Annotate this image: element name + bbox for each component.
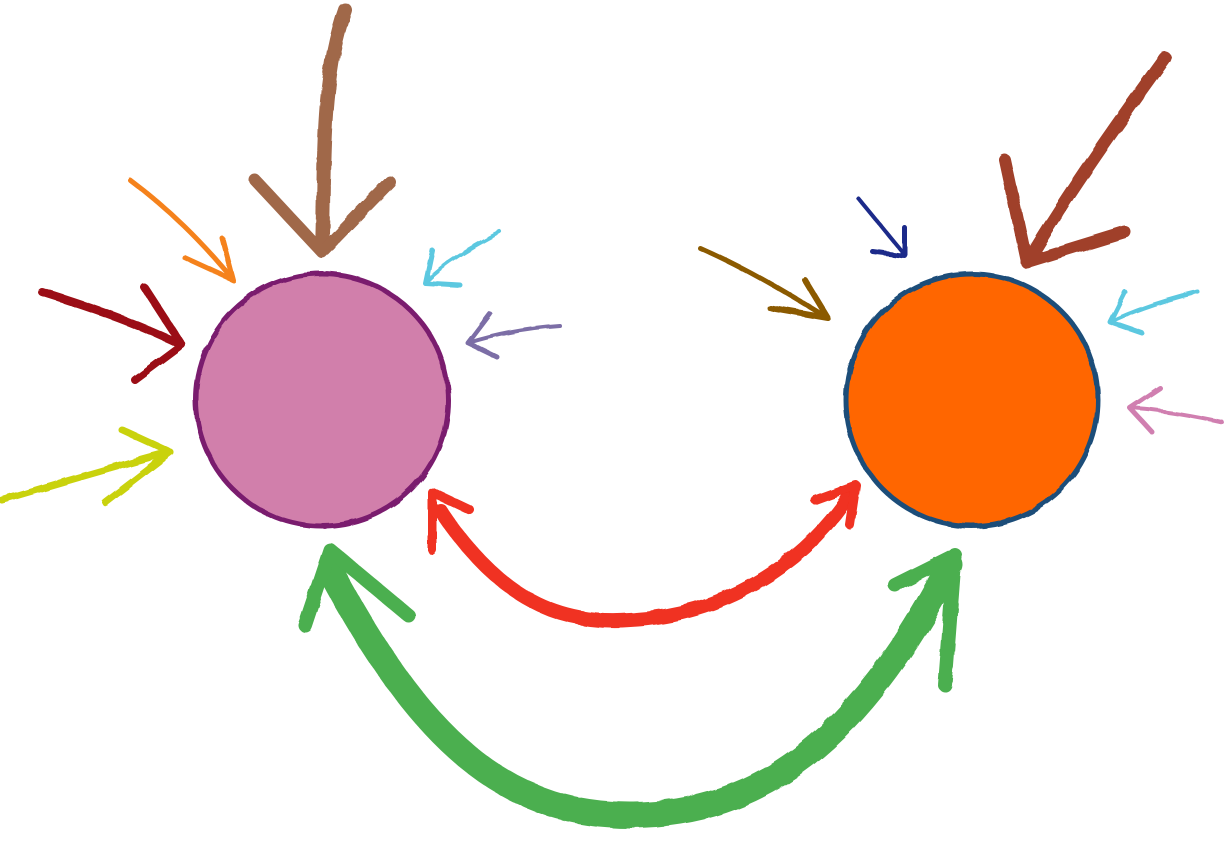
right-node-outline [843, 271, 1101, 529]
right-node [843, 271, 1101, 529]
left-node-circle [197, 275, 447, 525]
green-arrowhead-left [298, 543, 415, 632]
left-node-outline [193, 271, 451, 529]
right-incoming-arrows [697, 51, 1224, 435]
right-arrow-top-large [999, 51, 1172, 269]
right-arrow-upper-right [1107, 289, 1200, 336]
right-arrow-left [697, 245, 831, 321]
right-node-circle [847, 275, 1097, 525]
green-arrow-body [317, 552, 963, 828]
red-curved-arrow [427, 480, 861, 628]
left-incoming-arrows [0, 3, 562, 506]
left-arrow-upper-right [422, 230, 502, 288]
left-arrow-right [465, 311, 562, 360]
green-arrowhead-right [888, 548, 962, 692]
red-arrowhead-left [427, 487, 475, 555]
red-arrow-body [433, 488, 857, 628]
right-arrow-right [1127, 385, 1224, 435]
left-arrow-top [249, 3, 396, 258]
green-curved-arrow [298, 543, 963, 828]
left-arrow-upper-left [127, 177, 236, 283]
left-arrow-lower-left [0, 426, 174, 506]
red-arrowhead-right [810, 480, 861, 530]
left-arrow-left [38, 284, 186, 384]
right-arrow-top-small [856, 196, 908, 259]
left-node [193, 271, 451, 529]
